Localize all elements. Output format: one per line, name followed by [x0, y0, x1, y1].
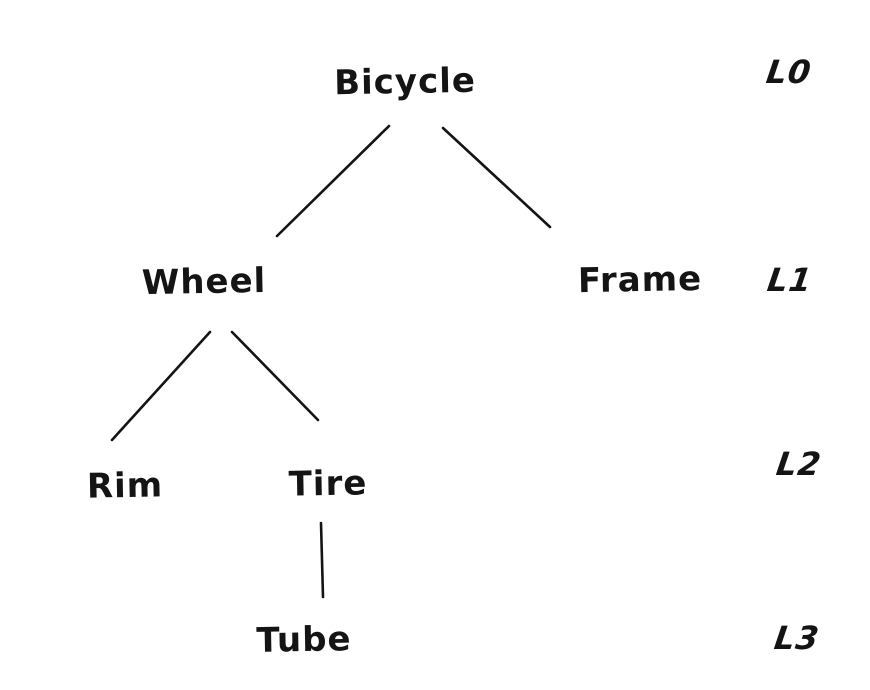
edge-wheel-to-rim [110, 330, 212, 442]
level-label-l1: L1 [765, 261, 815, 299]
node-tire: Tire [288, 463, 368, 505]
node-frame: Frame [577, 258, 703, 302]
node-bicycle: Bicycle [333, 60, 477, 104]
edge-wheel-to-tire [230, 330, 320, 422]
node-rim: Rim [86, 465, 164, 507]
node-wheel: Wheel [141, 260, 267, 304]
node-tube: Tube [256, 619, 352, 661]
level-label-l2: L2 [774, 445, 824, 483]
edge-bicycle-to-wheel [275, 124, 391, 238]
edge-bicycle-to-frame [441, 126, 552, 229]
edge-tire-to-tube [319, 521, 325, 599]
level-label-l0: L0 [764, 53, 814, 91]
level-label-l3: L3 [772, 619, 822, 657]
